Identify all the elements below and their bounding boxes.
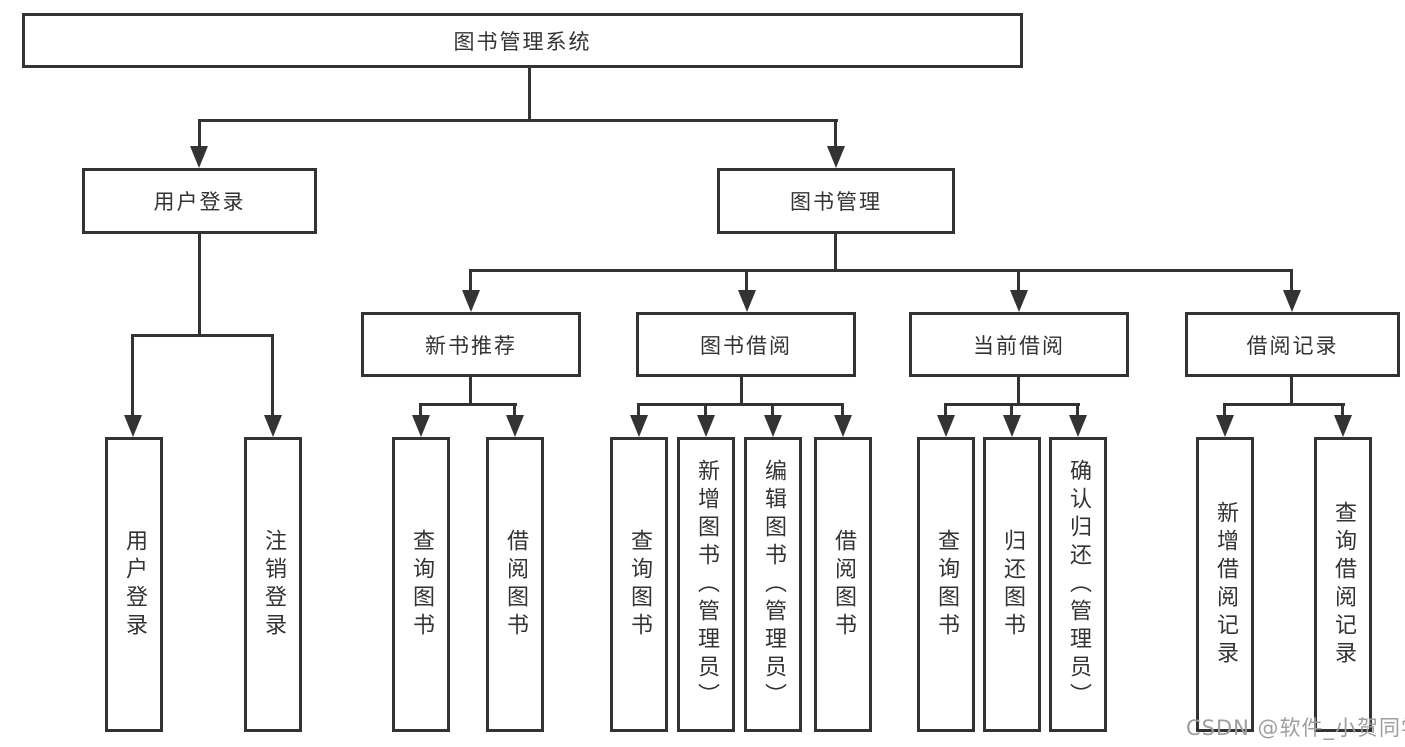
node-user-login: 用户登录 <box>82 168 317 234</box>
node-label: 图书借阅 <box>700 333 792 358</box>
leaf-logout: 注销登录 <box>244 437 302 732</box>
arrow-down-icon <box>190 146 208 168</box>
node-book-management-system: 图书管理系统 <box>22 13 1023 68</box>
csdn-watermark: CSDN @软件_小贺同学 <box>1186 716 1405 740</box>
connector-line <box>1017 377 1020 406</box>
connector-line <box>704 403 707 417</box>
connector-line <box>745 269 748 292</box>
leaf-return-books: 归还图书 <box>983 437 1041 732</box>
node-new-book-recommendation: 新书推荐 <box>361 312 581 377</box>
connector-line <box>198 234 201 337</box>
arrow-down-icon <box>630 415 648 437</box>
node-label: 查询图书 <box>627 528 652 641</box>
leaf-query-books-recommend: 查询图书 <box>392 437 450 732</box>
connector-line <box>1010 403 1013 417</box>
connector-line <box>1076 403 1079 417</box>
node-label: 新增图书（管理员） <box>694 458 719 711</box>
node-label: 用户登录 <box>153 190 246 214</box>
node-label: 注销登录 <box>261 528 286 641</box>
node-label: 借阅记录 <box>1246 333 1339 358</box>
node-book-borrowing: 图书借阅 <box>636 312 856 377</box>
node-current-borrowing: 当前借阅 <box>909 312 1129 377</box>
connector-line <box>131 334 134 417</box>
node-label: 查询图书 <box>934 528 959 641</box>
leaf-borrow-books: 借阅图书 <box>814 437 872 732</box>
arrow-down-icon <box>124 415 142 437</box>
arrow-down-icon <box>506 415 524 437</box>
leaf-edit-books-admin: 编辑图书（管理员） <box>744 437 802 732</box>
arrow-down-icon <box>834 415 852 437</box>
connector-line <box>1290 377 1293 406</box>
arrow-down-icon <box>827 146 845 168</box>
leaf-confirm-return-admin: 确认归还（管理员） <box>1049 437 1107 732</box>
connector-line <box>1223 403 1226 417</box>
connector-line <box>419 403 422 417</box>
node-label: 图书管理 <box>790 190 882 214</box>
arrow-down-icon <box>1003 415 1021 437</box>
connector-line <box>131 334 274 337</box>
connector-line <box>469 269 1293 272</box>
connector-line <box>198 119 838 122</box>
leaf-query-borrow-record: 查询借阅记录 <box>1314 437 1372 732</box>
arrow-down-icon <box>937 415 955 437</box>
arrow-down-icon <box>697 415 715 437</box>
connector-line <box>637 403 640 417</box>
connector-line <box>740 377 743 406</box>
leaf-add-borrow-record: 新增借阅记录 <box>1196 437 1254 732</box>
connector-line <box>1341 403 1344 417</box>
node-label: 新增借阅记录 <box>1213 500 1238 669</box>
leaf-user-login: 用户登录 <box>105 437 163 732</box>
arrow-down-icon <box>738 290 756 312</box>
arrow-down-icon <box>462 290 480 312</box>
connector-line <box>944 403 947 417</box>
connector-line <box>198 119 201 148</box>
node-label: 编辑图书（管理员） <box>761 458 786 711</box>
node-label: 新书推荐 <box>425 333 517 358</box>
connector-line <box>1223 403 1345 406</box>
connector-line <box>528 68 531 122</box>
connector-line <box>1017 269 1020 292</box>
connector-line <box>513 403 516 417</box>
node-label: 查询图书 <box>409 528 434 641</box>
arrow-down-icon <box>764 415 782 437</box>
node-label: 当前借阅 <box>973 333 1065 358</box>
node-label: 借阅图书 <box>503 528 528 641</box>
arrow-down-icon <box>1069 415 1087 437</box>
arrow-down-icon <box>264 415 282 437</box>
leaf-add-books-admin: 新增图书（管理员） <box>677 437 735 732</box>
connector-line <box>834 119 837 148</box>
node-label: 借阅图书 <box>831 528 856 641</box>
connector-line <box>419 403 517 406</box>
connector-line <box>469 269 472 292</box>
arrow-down-icon <box>1334 415 1352 437</box>
arrow-down-icon <box>412 415 430 437</box>
node-book-management: 图书管理 <box>717 168 955 234</box>
connector-line <box>637 403 844 406</box>
leaf-query-books-borrowing: 查询图书 <box>610 437 668 732</box>
connector-line <box>771 403 774 417</box>
leaf-borrow-books-recommend: 借阅图书 <box>486 437 544 732</box>
arrow-down-icon <box>1216 415 1234 437</box>
node-label: 归还图书 <box>1000 528 1025 641</box>
node-label: 图书管理系统 <box>453 29 592 54</box>
arrow-down-icon <box>1010 290 1028 312</box>
connector-line <box>1290 269 1293 292</box>
connector-line <box>834 234 837 272</box>
connector-line <box>469 377 472 406</box>
connector-line <box>271 334 274 417</box>
leaf-query-books-current: 查询图书 <box>917 437 975 732</box>
node-label: 查询借阅记录 <box>1331 500 1356 669</box>
connector-line <box>841 403 844 417</box>
node-label: 用户登录 <box>122 528 147 641</box>
node-borrowing-records: 借阅记录 <box>1185 312 1400 377</box>
node-label: 确认归还（管理员） <box>1066 458 1091 711</box>
arrow-down-icon <box>1283 290 1301 312</box>
